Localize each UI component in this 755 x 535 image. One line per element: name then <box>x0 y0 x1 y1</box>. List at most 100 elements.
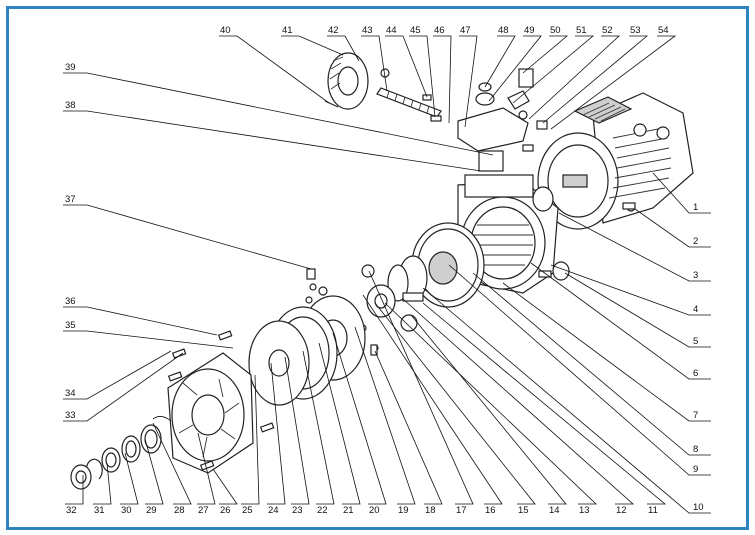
callout-leader <box>409 35 436 118</box>
callout-leader <box>152 422 192 505</box>
callout-leader <box>502 282 711 422</box>
callout-leader <box>63 352 184 422</box>
callout-label: 24 <box>268 505 279 516</box>
callout-leader <box>374 302 536 505</box>
callout-26: 26 <box>212 468 238 516</box>
callout-14: 14 <box>410 314 567 516</box>
callout-19: 19 <box>354 326 416 516</box>
callout-leader <box>384 302 597 505</box>
callout-label: 13 <box>579 505 590 516</box>
callout-label: 36 <box>65 296 76 307</box>
callout-label: 51 <box>576 25 587 36</box>
callout-label: 31 <box>94 505 105 516</box>
callout-leader <box>542 35 649 124</box>
end-cover <box>152 352 254 474</box>
callout-label: 9 <box>693 464 698 475</box>
callout-52: 52 <box>528 25 621 120</box>
callout-leader <box>354 326 416 505</box>
callout-label: 32 <box>66 505 77 516</box>
motor-body <box>537 92 694 230</box>
callout-38: 38 <box>63 100 482 172</box>
callout-label: 2 <box>693 236 698 247</box>
callout-leader <box>422 302 667 505</box>
callout-leader <box>63 204 312 270</box>
callout-leader <box>65 475 84 505</box>
callout-leader <box>327 35 360 62</box>
callout-31: 31 <box>93 462 112 516</box>
callout-leader <box>63 350 172 400</box>
callout-29: 29 <box>144 438 164 516</box>
callout-leader <box>120 452 139 505</box>
callout-30: 30 <box>120 452 139 516</box>
callout-label: 39 <box>65 62 76 73</box>
callout-label: 3 <box>693 270 698 281</box>
callout-5: 5 <box>564 272 711 348</box>
callout-37: 37 <box>63 194 312 270</box>
callout-44: 44 <box>385 25 428 98</box>
callout-leader <box>530 262 711 380</box>
callout-label: 5 <box>693 336 698 347</box>
callout-label: 15 <box>518 505 529 516</box>
callout-leader <box>558 212 711 282</box>
callout-leader <box>302 350 335 505</box>
callout-leader <box>93 462 112 505</box>
callout-7: 7 <box>502 282 711 422</box>
callout-label: 11 <box>648 505 658 516</box>
flange-discs <box>248 283 366 406</box>
callout-27: 27 <box>197 432 216 516</box>
callout-50: 50 <box>522 25 569 74</box>
callout-leader <box>219 35 330 104</box>
callout-label: 53 <box>630 25 641 36</box>
callout-label: 42 <box>328 25 339 36</box>
callout-leader <box>550 264 711 316</box>
callout-label: 7 <box>693 410 698 421</box>
inner-parts <box>359 222 485 356</box>
callout-label: 50 <box>550 25 561 36</box>
callout-42: 42 <box>327 25 360 62</box>
callout-label: 10 <box>693 502 704 513</box>
callout-leader <box>332 332 387 505</box>
callout-53: 53 <box>542 25 649 124</box>
callout-leader <box>564 272 711 348</box>
callout-leader <box>652 172 711 214</box>
callout-label: 19 <box>398 505 409 516</box>
callout-leader <box>318 342 361 505</box>
callout-47: 47 <box>459 25 478 128</box>
callout-label: 30 <box>121 505 132 516</box>
callout-11: 11 <box>422 302 667 516</box>
callout-36: 36 <box>63 296 218 336</box>
callout-label: 23 <box>292 505 303 516</box>
callout-leader <box>528 35 621 120</box>
callout-16: 16 <box>362 294 503 516</box>
callout-leader <box>634 208 711 248</box>
callout-leader <box>433 35 452 124</box>
callout-leader <box>368 270 474 505</box>
callout-label: 47 <box>460 25 471 36</box>
callout-leader <box>422 287 711 514</box>
callout-leader <box>484 35 516 88</box>
callout-54: 54 <box>550 25 677 130</box>
callout-leader <box>472 272 711 456</box>
callout-label: 21 <box>343 505 354 516</box>
callout-4: 4 <box>550 264 711 316</box>
callout-9: 9 <box>448 264 711 476</box>
callout-label: 28 <box>174 505 185 516</box>
callout-label: 25 <box>242 505 253 516</box>
callout-35: 35 <box>63 320 234 349</box>
callout-label: 49 <box>524 25 535 36</box>
callout-34: 34 <box>63 350 172 400</box>
callout-20: 20 <box>332 332 387 516</box>
callout-label: 37 <box>65 194 76 205</box>
callout-leader <box>63 306 218 336</box>
callout-label: 18 <box>425 505 436 516</box>
callout-leader <box>362 294 503 505</box>
bearings <box>70 424 162 490</box>
callout-label: 41 <box>282 25 293 36</box>
callout-label: 40 <box>220 25 231 36</box>
callout-label: 29 <box>146 505 157 516</box>
callout-leader <box>448 264 711 476</box>
callout-leader <box>212 468 238 505</box>
callout-leader <box>361 35 388 92</box>
callout-51: 51 <box>512 25 595 104</box>
callout-label: 54 <box>658 25 669 36</box>
